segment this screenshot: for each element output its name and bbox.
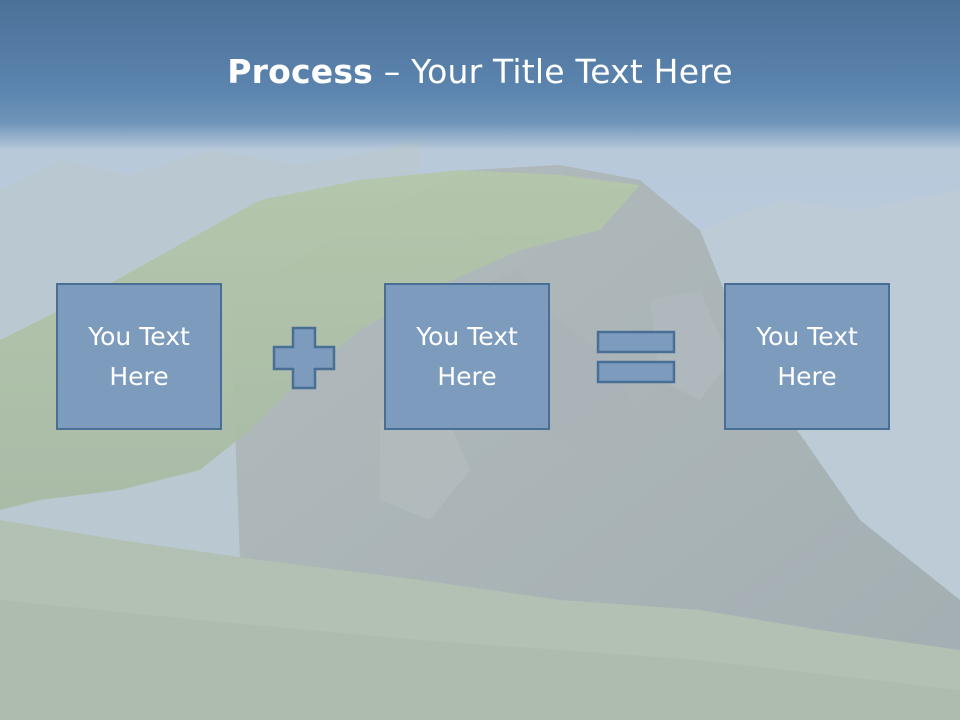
process-box-2-text: You Text Here — [416, 321, 518, 391]
slide-title: Process – Your Title Text Here — [0, 52, 960, 91]
process-box-1[interactable]: You Text Here — [56, 283, 222, 430]
process-box-3-text: You Text Here — [756, 321, 858, 391]
title-bold: Process — [227, 52, 374, 91]
title-rest: – Your Title Text Here — [373, 52, 733, 91]
process-box-3[interactable]: You Text Here — [724, 283, 890, 430]
process-box-2[interactable]: You Text Here — [384, 283, 550, 430]
title-bar — [0, 0, 960, 150]
plus-icon — [272, 326, 336, 390]
equals-icon — [596, 330, 676, 384]
process-box-1-text: You Text Here — [88, 321, 190, 391]
